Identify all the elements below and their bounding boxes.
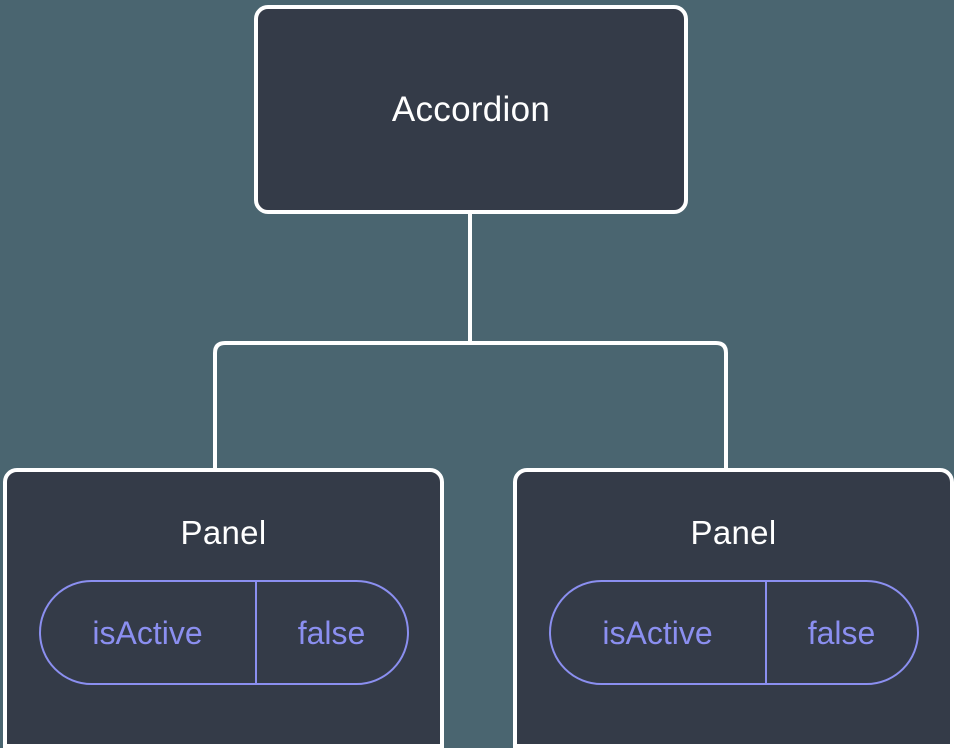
connector-children-bar — [213, 341, 728, 470]
prop-value-isactive: false — [297, 614, 366, 651]
node-accordion-label: Accordion — [391, 90, 551, 129]
node-panel-1-label: Panel — [180, 514, 267, 551]
node-panel-1[interactable]: Panel isActive false — [3, 468, 444, 748]
node-accordion[interactable]: Accordion — [254, 5, 688, 214]
prop-key-isactive: isActive — [551, 582, 767, 683]
prop-value-isactive: false — [807, 614, 876, 651]
node-panel-2-label: Panel — [690, 514, 777, 551]
prop-badge-panel-1[interactable]: isActive false — [38, 580, 409, 685]
node-panel-2[interactable]: Panel isActive false — [513, 468, 954, 748]
prop-key-isactive: isActive — [41, 582, 257, 683]
prop-badge-panel-2[interactable]: isActive false — [548, 580, 919, 685]
